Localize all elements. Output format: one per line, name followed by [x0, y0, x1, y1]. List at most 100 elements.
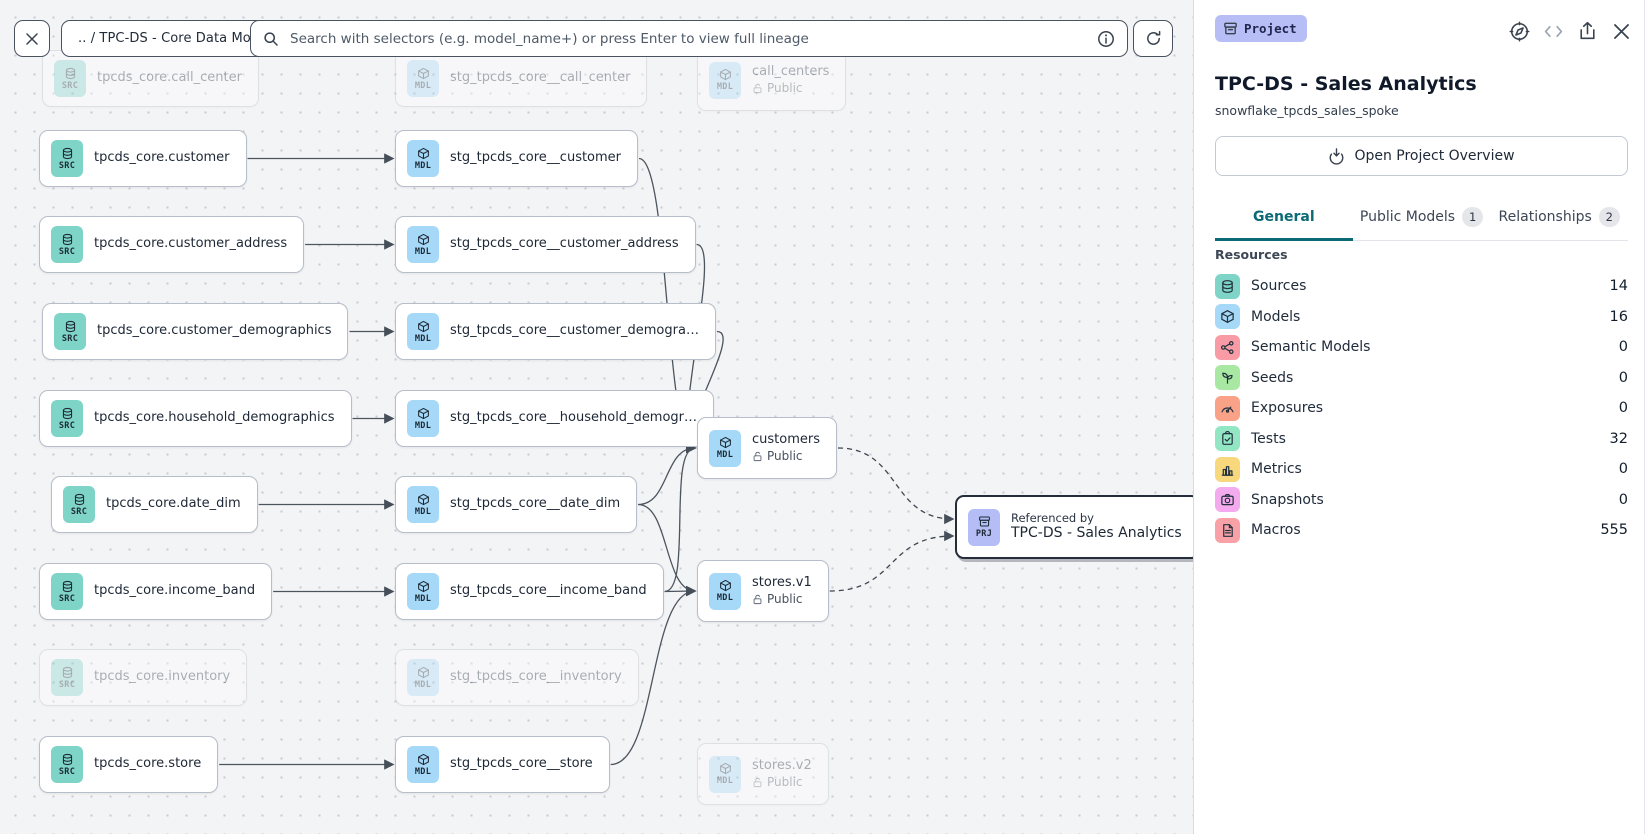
database-icon [1215, 273, 1240, 299]
resources-heading: Resources [1215, 247, 1288, 262]
database-icon [74, 493, 84, 505]
panel-scrollbar[interactable] [1644, 0, 1645, 834]
project-title: TPC-DS - Sales Analytics [1215, 73, 1477, 95]
cube-icon [417, 753, 429, 765]
seed-icon [1222, 372, 1233, 384]
src-badge: SRC [51, 659, 83, 696]
mdl-badge: MDL [407, 400, 439, 437]
cube-icon [719, 436, 731, 449]
node-access-label: Public [752, 449, 820, 464]
edge-pub_customers-to-prj_node [837, 447, 955, 525]
database-icon [62, 580, 72, 592]
lineage-node-stg_income_band[interactable]: MDL stg_tpcds_core__income_band [395, 563, 664, 620]
node-title: call_centers [752, 64, 830, 80]
chip-label: Project [1244, 21, 1297, 36]
mdl-badge: MDL [709, 61, 741, 99]
explore-lineage-icon[interactable] [1509, 21, 1530, 42]
node-title: stg_tpcds_core__household_demogr… [450, 410, 698, 426]
project-subtitle: snowflake_tpcds_sales_spoke [1215, 103, 1399, 118]
node-title: tpcds_core.household_demographics [94, 410, 335, 426]
mdl-badge: MDL [407, 573, 439, 610]
gauge-icon [1215, 395, 1240, 421]
code-icon[interactable] [1543, 21, 1564, 42]
lock-open-icon [753, 594, 762, 604]
node-title: stg_tpcds_core__income_band [450, 583, 647, 599]
resource-count: 0 [1618, 461, 1628, 478]
resource-count: 0 [1618, 400, 1628, 417]
mdl-badge: MDL [709, 755, 741, 793]
resource-type-chip: Project [1215, 15, 1307, 42]
resource-count: 0 [1618, 339, 1628, 356]
lineage-node-stg_household_demographics[interactable]: MDL stg_tpcds_core__household_demogr… [395, 390, 715, 447]
edge-stg_store-to-pub_stores_v1 [610, 585, 697, 766]
cube-icon [719, 579, 731, 592]
cube-icon [417, 67, 429, 79]
cube-icon [1221, 310, 1234, 324]
resource-row-metrics: Metrics 0 [1215, 454, 1628, 485]
src-badge: SRC [54, 60, 86, 97]
node-title: stores.v2 [752, 758, 812, 774]
refresh-icon [1146, 30, 1160, 45]
resource-label: Semantic Models [1251, 339, 1371, 356]
database-icon [65, 320, 75, 332]
close-lineage-button[interactable] [14, 20, 50, 57]
cube-icon [719, 68, 731, 81]
node-title: tpcds_core.customer_demographics [97, 323, 332, 339]
mdl-badge: MDL [709, 429, 741, 467]
close-panel-icon[interactable] [1611, 21, 1632, 42]
edge-stg_date_dim-to-pub_stores_v1 [638, 503, 697, 597]
resource-row-semantic-models: Semantic Models 0 [1215, 332, 1628, 363]
resource-count: 0 [1618, 491, 1628, 508]
cube-icon [1215, 304, 1240, 330]
tab-public-models[interactable]: Public Models 1 [1353, 200, 1491, 241]
open-project-overview-button[interactable]: Open Project Overview [1215, 136, 1628, 176]
document-icon [1223, 523, 1233, 537]
search-input[interactable] [288, 29, 1088, 48]
node-title: tpcds_core.customer_address [94, 236, 288, 252]
tab-label: Relationships [1498, 209, 1592, 225]
refresh-lineage-button[interactable] [1133, 20, 1173, 57]
lineage-node-src_customer_demographics[interactable]: SRC tpcds_core.customer_demographics [42, 303, 349, 360]
tab-label: Public Models [1359, 209, 1456, 225]
src-badge: SRC [54, 313, 86, 350]
tab-count-badge: 1 [1462, 207, 1484, 227]
tab-general[interactable]: General [1215, 200, 1353, 241]
src-badge: SRC [51, 140, 83, 177]
resource-label: Metrics [1251, 461, 1302, 478]
project-icon [1224, 22, 1237, 35]
resource-count: 14 [1609, 278, 1628, 295]
cube-icon [417, 666, 429, 678]
share-icon[interactable] [1577, 21, 1598, 42]
node-title: tpcds_core.income_band [94, 583, 256, 599]
info-icon[interactable] [1097, 30, 1115, 48]
cube-icon [417, 233, 429, 245]
